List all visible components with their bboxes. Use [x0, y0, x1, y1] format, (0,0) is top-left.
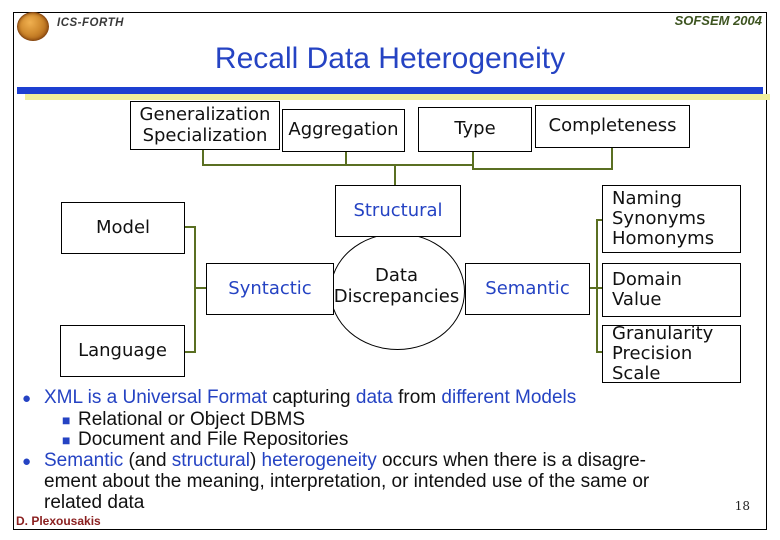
box-structural: Structural — [335, 185, 461, 237]
text-segment: heterogeneity — [261, 449, 382, 471]
box-syntactic: Syntactic — [206, 263, 334, 315]
text-segment: from — [398, 387, 442, 408]
connector-line — [472, 168, 613, 170]
box-semantic: Semantic — [465, 263, 590, 315]
conference-label: SOFSEM 2004 — [674, 13, 762, 28]
bullet-list: ● XML is a Universal Format capturing dat… — [16, 387, 764, 514]
text-segment: (and — [128, 449, 172, 471]
connector-line — [194, 287, 206, 289]
bullet-line: ● Semantic (and structural) heterogeneity… — [16, 449, 764, 473]
text-segment: related data — [44, 491, 145, 513]
box-language: Language — [60, 325, 185, 377]
org-name: ICS-FORTH — [57, 17, 124, 29]
bullet-line: ● XML is a Universal Format capturing dat… — [16, 387, 764, 410]
connector-line — [472, 150, 474, 170]
bullet-line: related data — [16, 491, 764, 514]
bullet-line: ■ Document and File Repositories — [16, 429, 764, 451]
square-bullet-icon: ■ — [62, 411, 71, 428]
square-bullet-icon: ■ — [62, 432, 71, 448]
connector-line — [202, 148, 204, 165]
box-model: Model — [61, 202, 185, 254]
text-segment: different Models — [441, 387, 577, 408]
round-bullet-icon: ● — [22, 390, 32, 407]
connector-line — [611, 146, 613, 170]
connector-line — [588, 287, 602, 289]
connector-line — [596, 219, 598, 353]
connector-line — [345, 150, 347, 165]
page-number: 18 — [734, 499, 750, 513]
author-label: D. Plexousakis — [16, 514, 101, 528]
text-segment: Document and File Repositories — [78, 429, 349, 450]
slide-border — [13, 12, 767, 530]
connector-line — [596, 351, 602, 353]
bullet-line: ■ Relational or Object DBMS — [16, 408, 764, 431]
round-bullet-icon: ● — [22, 452, 32, 470]
text-segment: occurs when there is a disagre- — [381, 449, 646, 471]
ics-forth-logo-icon — [17, 12, 49, 41]
text-segment: structural — [171, 449, 250, 471]
title-rule-yellow — [25, 94, 770, 100]
text-segment: ) — [249, 449, 262, 471]
title-rule-blue — [17, 87, 763, 94]
text-segment: Semantic — [44, 449, 129, 471]
connector-line — [202, 164, 474, 166]
text-segment: ement about the meaning, interpretation,… — [44, 471, 650, 492]
connector-line — [183, 226, 196, 228]
text-segment: data — [355, 387, 399, 408]
text-segment: XML is a Universal Format — [44, 387, 273, 408]
box-type: Type — [418, 107, 532, 152]
bullet-line: ement about the meaning, interpretation,… — [16, 471, 764, 493]
box-aggregation: Aggregation — [282, 109, 405, 152]
text-segment: Relational or Object DBMS — [78, 408, 306, 430]
text-segment: capturing — [272, 387, 356, 408]
connector-line — [394, 164, 396, 185]
connector-line — [183, 351, 196, 353]
box-completeness: Completeness — [535, 105, 690, 148]
slide-title: Recall Data Heterogeneity — [214, 42, 566, 75]
connector-line — [194, 226, 196, 353]
connector-line — [596, 219, 602, 221]
